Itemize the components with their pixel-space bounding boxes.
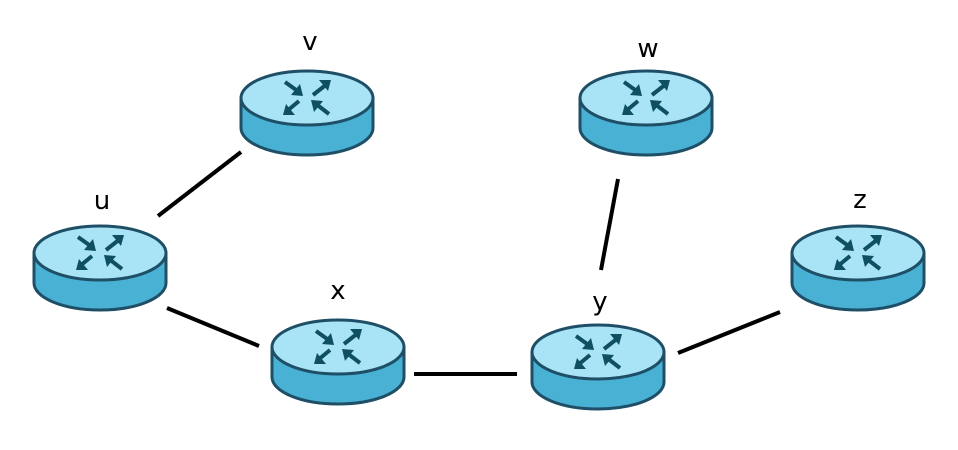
node-y: y <box>530 287 666 411</box>
router-icon <box>270 318 406 406</box>
node-label-z: z <box>853 185 867 215</box>
links <box>156 150 781 376</box>
node-label-u: u <box>94 186 110 216</box>
link-u-x <box>166 306 260 348</box>
link-w-y <box>599 178 620 271</box>
node-w: w <box>578 34 714 157</box>
nodes: v w u z x y <box>32 27 926 411</box>
node-z: z <box>790 185 926 312</box>
node-u: u <box>32 186 168 312</box>
router-icon <box>32 224 168 312</box>
node-x: x <box>270 276 406 406</box>
node-v: v <box>239 27 375 157</box>
link-y-z <box>677 310 781 355</box>
router-icon <box>790 224 926 312</box>
node-label-y: y <box>592 287 607 317</box>
node-label-x: x <box>330 276 345 306</box>
node-label-w: w <box>637 34 658 64</box>
router-icon <box>239 69 375 157</box>
node-label-v: v <box>302 27 317 57</box>
router-icon <box>530 323 666 411</box>
router-icon <box>578 69 714 157</box>
link-u-v <box>156 150 243 218</box>
